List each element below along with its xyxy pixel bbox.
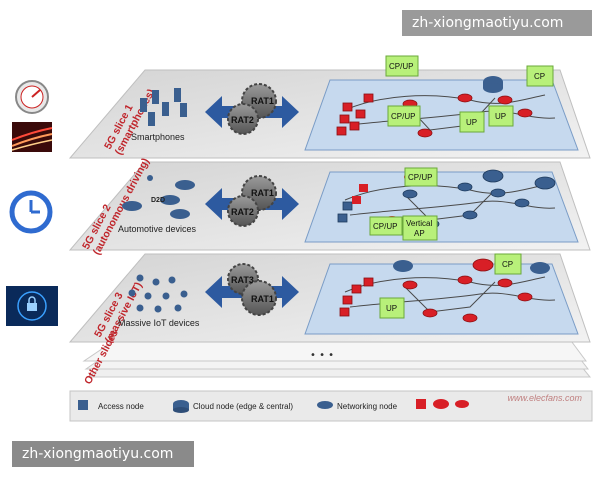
rat1-label-slice2: RAT1 <box>251 188 274 198</box>
light-trails-icon <box>11 122 53 152</box>
rat2-label-slice2: RAT2 <box>231 207 254 217</box>
iot-lock-icon <box>6 286 58 326</box>
network-nodes-slice3 <box>339 258 550 323</box>
iot-devices-group <box>128 274 188 313</box>
automotive-devices-label: Automotive devices <box>118 224 197 234</box>
legend-red-node-swatch-3 <box>455 400 469 408</box>
arrow-gear-2: RAT1 RAT2 <box>205 175 299 227</box>
tag-slice1-up-b: UP <box>495 112 506 121</box>
legend-cloud-node-label: Cloud node (edge & central) <box>193 402 293 411</box>
legend-access-node-label: Access node <box>98 402 144 411</box>
legend-networking-node-label: Networking node <box>337 402 398 411</box>
slice-panel-2 <box>68 161 591 251</box>
smartphones-group <box>140 88 187 126</box>
arrow-gear-3: RAT3 RAT1 <box>205 263 299 316</box>
tag-slice2-cpup-b: CP/UP <box>373 222 397 231</box>
watermark-top: zh-xiongmaotiyu.com <box>402 10 592 36</box>
tag-slice2-ap: AP <box>414 229 425 238</box>
iot-devices-label: Massive IoT devices <box>118 318 200 328</box>
legend: Access node Cloud node (edge & central) … <box>69 390 593 422</box>
legend-red-node-swatch-1 <box>416 399 426 409</box>
smartphones-label: Smartphones <box>131 132 185 142</box>
tag-slice2-vertical: Vertical <box>406 219 432 228</box>
arrow-gear-1: RAT1 RAT2 <box>205 83 299 135</box>
tag-slice1-cp: CP <box>534 72 545 81</box>
other-slices-ellipsis: • • • <box>310 350 334 361</box>
legend-networking-node-swatch <box>317 401 333 409</box>
d2d-label: D2D <box>151 197 165 204</box>
speedometer-icon <box>15 80 49 114</box>
rat1-label-slice3: RAT1 <box>251 294 274 304</box>
watermark-bottom: zh-xiongmaotiyu.com <box>12 441 194 467</box>
tag-slice1-cpup-a: CP/UP <box>389 62 413 71</box>
rat1-label-slice1: RAT1 <box>251 96 274 106</box>
legend-access-node-swatch <box>78 400 88 410</box>
watermark-brand: www.elecfans.com <box>507 393 582 403</box>
function-tags: CP/UP CP CP/UP UP UP CP/UP CP/UP Vertica… <box>369 55 554 319</box>
tag-slice1-cpup-b: CP/UP <box>391 112 415 121</box>
automotive-group <box>122 175 195 219</box>
clock-icon <box>9 190 53 234</box>
tag-slice1-up-a: UP <box>466 118 477 127</box>
tag-slice3-up: UP <box>386 304 397 313</box>
legend-red-node-swatch-2 <box>433 399 449 409</box>
tag-slice3-cp: CP <box>502 260 513 269</box>
tag-slice2-cpup-a: CP/UP <box>408 173 432 182</box>
rat3-label-slice3: RAT3 <box>231 275 254 285</box>
rat2-label-slice1: RAT2 <box>231 115 254 125</box>
network-nodes-slice2 <box>337 169 556 229</box>
